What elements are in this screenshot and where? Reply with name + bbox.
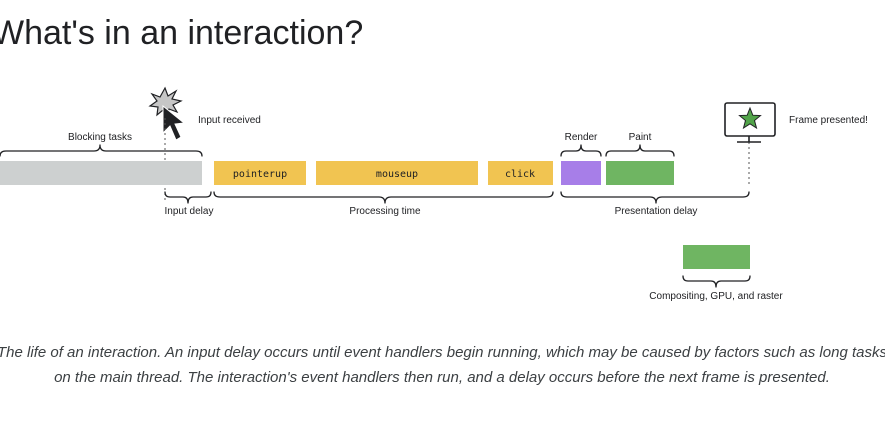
- input-delay-brace: [164, 191, 212, 204]
- frame-presented-label: Frame presented!: [789, 115, 868, 126]
- compositing-label: Compositing, GPU, and raster: [649, 291, 783, 302]
- blocking-tasks-label: Blocking tasks: [68, 132, 132, 143]
- render-bar: [561, 161, 601, 185]
- mouseup-label: mouseup: [376, 169, 418, 180]
- pointerup-bar: [214, 161, 306, 185]
- processing-time-brace: [213, 191, 554, 204]
- paint-label: Paint: [629, 132, 652, 143]
- compositing-bar: [683, 245, 750, 269]
- compositing-brace: [682, 275, 751, 288]
- presentation-delay-brace: [560, 191, 750, 204]
- render-label: Render: [565, 132, 598, 143]
- interaction-diagram: Input received Frame presented! Blocking…: [0, 86, 868, 302]
- star-icon: [738, 106, 762, 130]
- blocking-tasks-brace: [0, 144, 203, 157]
- page-title: What's in an interaction?: [0, 14, 364, 52]
- input-received-label: Input received: [198, 115, 261, 126]
- figure-caption: The life of an interaction. An input del…: [0, 344, 885, 386]
- paint-bar: [606, 161, 674, 185]
- input-delay-label: Input delay: [165, 206, 214, 217]
- presentation-delay-label: Presentation delay: [615, 206, 698, 217]
- paint-brace: [605, 144, 675, 157]
- blocking-tasks-bar: [0, 161, 202, 185]
- cursor-icon: [162, 104, 186, 141]
- pointerup-label: pointerup: [233, 169, 287, 180]
- click-bar: [488, 161, 553, 185]
- click-label: click: [505, 169, 535, 180]
- render-brace: [560, 144, 602, 157]
- mouseup-bar: [316, 161, 478, 185]
- processing-time-label: Processing time: [349, 206, 421, 217]
